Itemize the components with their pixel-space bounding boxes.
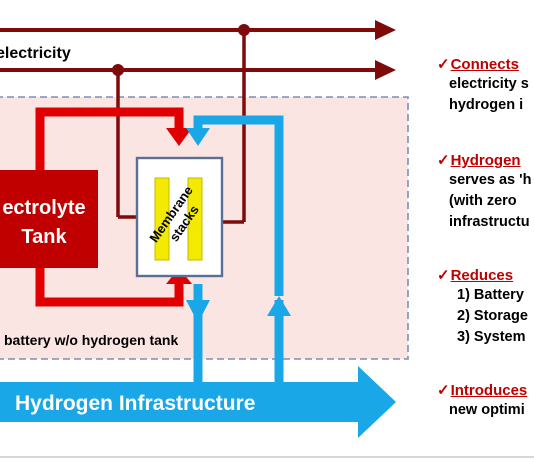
battery-caption: battery w/o hydrogen tank <box>4 332 178 348</box>
hydrogen-infrastructure-label: Hydrogen Infrastructure <box>15 392 255 415</box>
bullet-connects: ✓Connects electricity s hydrogen i <box>437 56 534 152</box>
bullet-title: Reduces <box>450 267 514 284</box>
bullet-line: 3) System <box>457 329 526 345</box>
check-icon: ✓ <box>437 152 450 169</box>
bullet-line: hydrogen i <box>449 97 524 113</box>
check-icon: ✓ <box>437 267 450 284</box>
hydrogen-arrow-down <box>186 300 210 323</box>
bullet-line: (with zero <box>449 193 517 209</box>
bullet-title: Hydrogen <box>450 152 521 169</box>
membrane-stack-box <box>135 156 224 278</box>
membrane-plate-right <box>187 177 203 261</box>
hydrogen-arrow-up <box>267 296 291 316</box>
bottom-divider <box>0 456 534 458</box>
bullet-line: 2) Storage <box>457 308 528 324</box>
bullet-introduces: ✓Introduces new optimi <box>437 382 534 432</box>
bullet-hydrogen: ✓Hydrogen serves as 'h (with zero infras… <box>437 152 534 267</box>
bullet-line: electricity s <box>449 76 529 92</box>
electrolyte-tank-label-line1: ectrolyte <box>2 197 85 219</box>
bullet-line: new optimi <box>449 402 525 418</box>
bullet-list: ✓Connects electricity s hydrogen i ✓Hydr… <box>437 56 534 432</box>
electrolyte-tank <box>0 170 98 268</box>
bullet-title: Introduces <box>450 382 528 399</box>
bullet-reduces: ✓Reduces 1) Battery 2) Storage 3) System <box>437 267 534 382</box>
hydrogen-infrastructure-arrow <box>0 366 396 438</box>
bullet-line: 1) Battery <box>457 287 524 303</box>
check-icon: ✓ <box>437 382 450 399</box>
bullet-line: serves as 'h <box>449 172 532 188</box>
electricity-label: electricity <box>0 45 71 62</box>
electrolyte-tank-label-line2: Tank <box>21 226 67 248</box>
hydrogen-arrow-into-stack <box>186 128 210 146</box>
electricity-lines <box>0 20 396 224</box>
electrolyte-flow <box>35 107 192 307</box>
electrolyte-arrow-top <box>166 128 192 146</box>
bullet-line: infrastructu <box>449 214 530 230</box>
bullet-title: Connects <box>450 56 519 73</box>
check-icon: ✓ <box>437 56 450 73</box>
membrane-plate-left <box>154 177 170 261</box>
